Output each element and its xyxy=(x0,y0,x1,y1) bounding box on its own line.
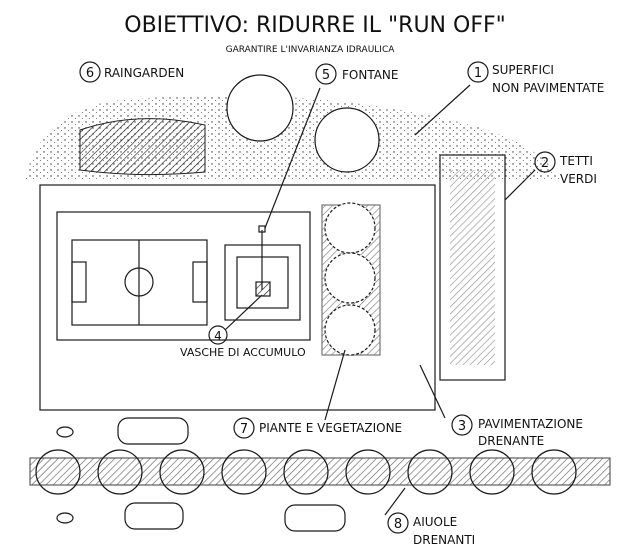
label-5: 5 FONTANE xyxy=(315,63,399,85)
label-text: DRENANTI xyxy=(413,533,475,547)
label-text: SUPERFICI xyxy=(492,63,554,77)
label-number: 3 xyxy=(458,419,466,434)
label-text: PAVIMENTAZIONE xyxy=(478,417,583,431)
label-text: RAINGARDEN xyxy=(104,66,184,80)
label-text: FONTANE xyxy=(342,68,399,82)
label-2: 2 TETTI VERDI xyxy=(534,151,597,186)
label-text: VASCHE DI ACCUMULO xyxy=(180,346,306,359)
label-text: NON PAVIMENTATE xyxy=(492,81,604,95)
label-1: 1 SUPERFICI NON PAVIMENTATE xyxy=(467,61,604,95)
label-text: AIUOLE xyxy=(413,515,457,529)
title: OBIETTIVO: RIDURRE IL "RUN OFF" xyxy=(124,13,506,38)
storage-basin xyxy=(224,225,301,321)
label-number: 5 xyxy=(322,68,330,83)
label-4: 4 VASCHE DI ACCUMULO xyxy=(180,325,306,359)
raingarden xyxy=(79,118,206,176)
label-text: DRENANTE xyxy=(478,434,544,448)
green-roof xyxy=(439,154,506,381)
label-number: 7 xyxy=(240,422,248,437)
green-roof-hatch xyxy=(450,170,495,365)
label-6: 6 RAINGARDEN xyxy=(79,61,184,83)
subtitle: GARANTIRE L'INVARIANZA IDRAULICA xyxy=(226,45,396,55)
football-field xyxy=(71,239,208,326)
trees xyxy=(226,74,381,356)
label-number: 2 xyxy=(541,156,549,171)
label-3: 3 PAVIMENTAZIONE DRENANTE xyxy=(451,414,583,448)
label-number: 6 xyxy=(86,66,94,81)
label-text: VERDI xyxy=(560,172,597,186)
label-number: 8 xyxy=(394,517,402,532)
cars xyxy=(56,417,346,532)
label-number: 1 xyxy=(474,66,482,81)
leader-lines xyxy=(224,84,536,516)
drainage-paving xyxy=(39,184,436,411)
label-number: 4 xyxy=(214,329,222,343)
label-7: 7 PIANTE E VEGETAZIONE xyxy=(233,417,402,439)
sports-area xyxy=(56,211,311,341)
drainage-beds xyxy=(29,449,611,495)
label-8: 8 AIUOLE DRENANTI xyxy=(387,512,475,547)
label-text: PIANTE E VEGETAZIONE xyxy=(259,421,402,435)
label-text: TETTI xyxy=(559,154,593,168)
